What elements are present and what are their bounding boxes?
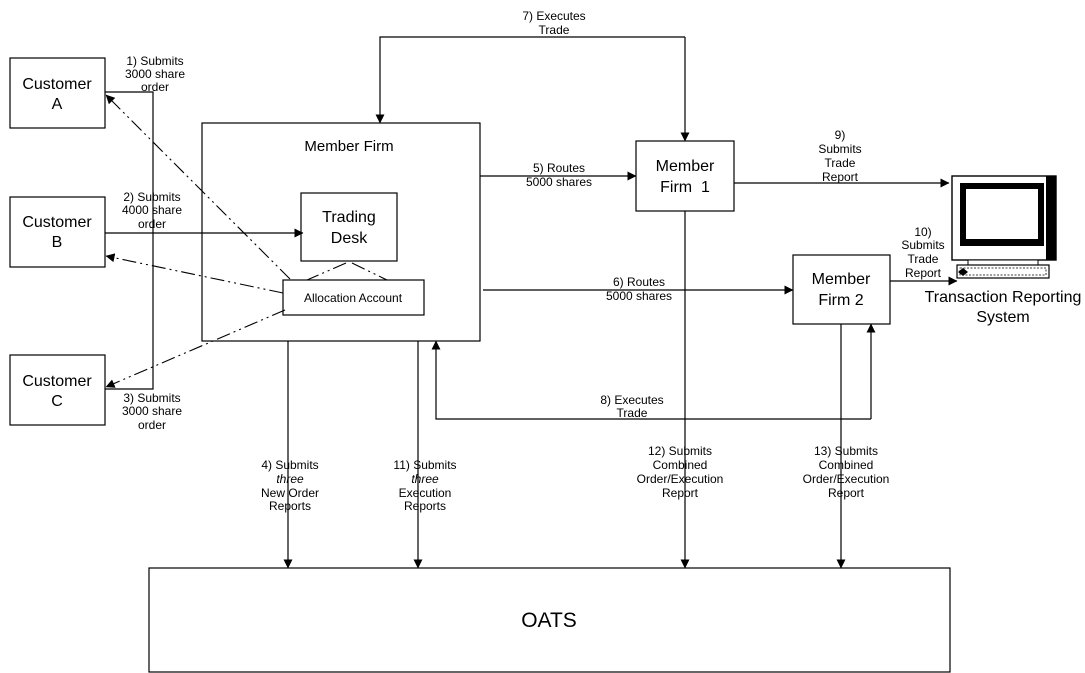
svg-text:Report: Report bbox=[822, 170, 859, 184]
svg-text:Submits: Submits bbox=[818, 142, 861, 156]
svg-text:New Order: New Order bbox=[261, 486, 319, 500]
svg-text:2) Submits: 2) Submits bbox=[123, 190, 180, 204]
svg-text:OATS: OATS bbox=[521, 609, 577, 632]
svg-text:5) Routes: 5) Routes bbox=[533, 161, 585, 175]
svg-text:Firm 2: Firm 2 bbox=[818, 292, 863, 309]
svg-text:13) Submits: 13) Submits bbox=[814, 444, 878, 458]
allocation-to-customer-a-arrow bbox=[105, 94, 291, 280]
edge-1-label: 1) Submits 3000 share order bbox=[125, 54, 185, 94]
svg-text:5000 shares: 5000 shares bbox=[526, 175, 592, 189]
svg-text:three: three bbox=[411, 472, 439, 486]
svg-text:Trade: Trade bbox=[825, 156, 856, 170]
svg-text:Trading: Trading bbox=[322, 209, 376, 226]
svg-text:3000 share: 3000 share bbox=[125, 67, 185, 81]
svg-text:Member Firm: Member Firm bbox=[304, 138, 393, 155]
svg-text:Customer: Customer bbox=[22, 214, 92, 231]
svg-text:Allocation Account: Allocation Account bbox=[304, 291, 403, 305]
svg-text:Report: Report bbox=[905, 266, 942, 280]
edge-7-line bbox=[375, 36, 685, 124]
svg-text:Report: Report bbox=[662, 486, 699, 500]
edge-5-label: 5) Routes 5000 shares bbox=[526, 161, 592, 189]
svg-text:Firm 1: Firm 1 bbox=[660, 179, 710, 196]
svg-text:Trade: Trade bbox=[617, 406, 648, 420]
edge-10-label: 10) Submits Trade Report bbox=[901, 225, 944, 280]
svg-text:B: B bbox=[52, 234, 63, 251]
edge-9-label: 9) Submits Trade Report bbox=[818, 128, 861, 184]
svg-text:order: order bbox=[141, 80, 169, 94]
svg-text:Customer: Customer bbox=[22, 76, 92, 93]
svg-text:11) Submits: 11) Submits bbox=[393, 458, 456, 472]
svg-text:7) Executes: 7) Executes bbox=[522, 9, 585, 23]
svg-text:Combined: Combined bbox=[653, 458, 708, 472]
edge-6-label: 6) Routes 5000 shares bbox=[606, 275, 672, 303]
customer-bracket-line bbox=[105, 91, 154, 390]
trading-desk-node: Trading Desk bbox=[300, 192, 398, 262]
svg-text:4000 share: 4000 share bbox=[122, 203, 182, 217]
svg-text:Member: Member bbox=[656, 158, 715, 175]
svg-text:Customer: Customer bbox=[22, 373, 92, 390]
edge-7-label: 7) Executes Trade bbox=[522, 9, 585, 37]
customer-c-node: Customer C bbox=[9, 354, 106, 426]
edge-3-label: 3) Submits 3000 share order bbox=[122, 391, 182, 432]
edge-13-label: 13) Submits Combined Order/Execution Rep… bbox=[803, 444, 890, 500]
svg-text:Trade: Trade bbox=[539, 23, 570, 37]
svg-text:order: order bbox=[138, 418, 166, 432]
svg-text:System: System bbox=[976, 309, 1029, 326]
edge-8-label: 8) Executes Trade bbox=[600, 393, 663, 420]
svg-text:12) Submits: 12) Submits bbox=[648, 444, 712, 458]
edge-4-label: 4) Submits three New Order Reports bbox=[261, 458, 319, 513]
svg-text:3000 share: 3000 share bbox=[122, 404, 182, 418]
svg-text:Report: Report bbox=[828, 486, 865, 500]
svg-text:3) Submits: 3) Submits bbox=[123, 391, 180, 405]
svg-text:Execution: Execution bbox=[399, 486, 452, 500]
svg-text:three: three bbox=[276, 472, 304, 486]
edge-2-label: 2) Submits 4000 share order bbox=[122, 190, 182, 231]
computer-terminal-icon bbox=[951, 175, 1057, 279]
svg-text:Reports: Reports bbox=[404, 499, 446, 513]
svg-text:Member: Member bbox=[812, 271, 871, 288]
svg-text:1) Submits: 1) Submits bbox=[126, 54, 183, 68]
edge-12-label: 12) Submits Combined Order/Execution Rep… bbox=[637, 444, 724, 500]
customer-b-node: Customer B bbox=[9, 196, 106, 268]
svg-text:5000 shares: 5000 shares bbox=[606, 289, 672, 303]
svg-text:Order/Execution: Order/Execution bbox=[803, 472, 890, 486]
svg-text:Reports: Reports bbox=[269, 499, 311, 513]
allocation-account-node: Allocation Account bbox=[282, 279, 425, 316]
svg-text:Submits: Submits bbox=[901, 238, 944, 252]
allocation-to-customer-b-arrow bbox=[105, 253, 284, 294]
svg-text:C: C bbox=[51, 393, 63, 410]
svg-text:Trade: Trade bbox=[908, 252, 939, 266]
svg-text:8) Executes: 8) Executes bbox=[600, 393, 663, 407]
trading-desk-allocation-link-right bbox=[351, 262, 388, 281]
member-firm-1-node: Member Firm 1 bbox=[635, 140, 735, 212]
svg-text:6) Routes: 6) Routes bbox=[613, 275, 665, 289]
trs-label: Transaction Reporting System bbox=[925, 289, 1082, 326]
trading-desk-allocation-link-left bbox=[306, 262, 347, 281]
svg-text:Order/Execution: Order/Execution bbox=[637, 472, 724, 486]
svg-text:9): 9) bbox=[835, 128, 846, 142]
customer-a-node: Customer A bbox=[9, 57, 106, 129]
svg-text:Combined: Combined bbox=[819, 458, 874, 472]
allocation-to-customer-c-arrow bbox=[105, 309, 286, 388]
oats-node: OATS bbox=[148, 567, 951, 673]
svg-text:order: order bbox=[138, 217, 166, 231]
svg-text:Desk: Desk bbox=[331, 230, 368, 247]
svg-text:10): 10) bbox=[914, 225, 931, 239]
edge-8-line bbox=[431, 340, 871, 420]
svg-text:A: A bbox=[52, 96, 63, 113]
member-firm-2-node: Member Firm 2 bbox=[792, 254, 891, 325]
svg-text:Transaction Reporting: Transaction Reporting bbox=[925, 289, 1082, 306]
svg-text:4) Submits: 4) Submits bbox=[261, 458, 318, 472]
edge-11-label: 11) Submits three Execution Reports bbox=[393, 458, 456, 513]
